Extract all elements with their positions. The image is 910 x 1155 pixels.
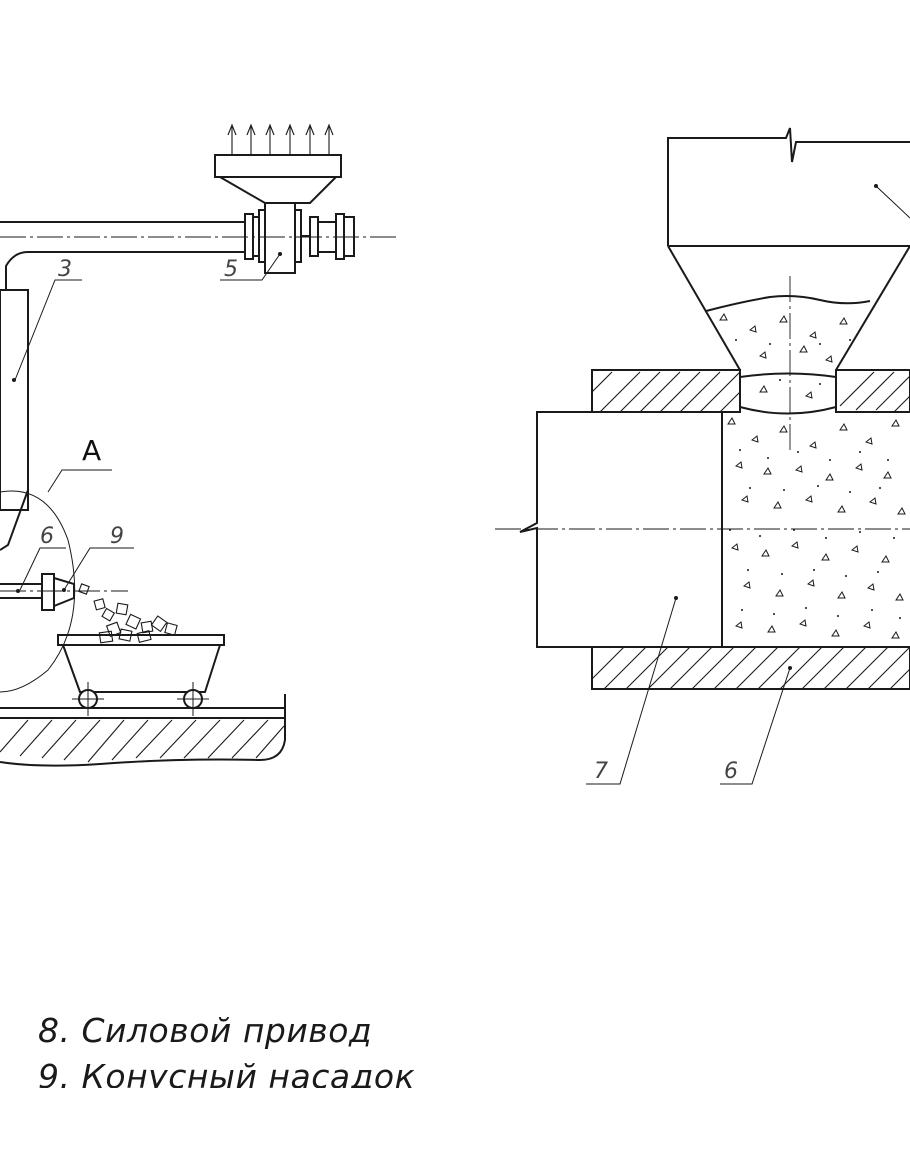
- label-9: 9: [110, 524, 124, 549]
- concrete-dots: [729, 339, 901, 619]
- legend-item-drive: 8. Силовой привод: [38, 1011, 373, 1050]
- concrete-mix: [719, 313, 906, 639]
- right-section-view: 7 6: [495, 127, 910, 785]
- legend: 8. Силовой привод 9. Конусный насадок: [38, 1008, 598, 1088]
- label-5: 5: [224, 257, 238, 282]
- label-6-left: 6: [40, 524, 54, 549]
- ground: [0, 694, 286, 767]
- hopper: [667, 127, 910, 371]
- detail-circle-a: [0, 490, 76, 693]
- exhaust-hood: [214, 154, 342, 274]
- label-view-a: A: [82, 434, 101, 467]
- cart: [57, 634, 225, 716]
- exhaust-arrows: [227, 123, 334, 155]
- label-6-right: 6: [724, 759, 738, 784]
- drive-coupling: [244, 209, 355, 263]
- label-7: 7: [594, 759, 608, 784]
- left-assembly-view: 3 5 A 6 9: [0, 123, 400, 767]
- horizontal-pipe: [0, 221, 245, 290]
- hopper-neck: [739, 370, 837, 415]
- piston: [519, 411, 723, 648]
- mold-walls: [591, 369, 910, 690]
- right-callouts: 7 6: [586, 597, 792, 785]
- conical-nozzle: [0, 573, 128, 611]
- left-callouts: 3 5 A 6 9: [14, 252, 282, 591]
- legend-item-nozzle: 9. Конусный насадок: [38, 1057, 416, 1088]
- vertical-cylinder: [0, 289, 29, 551]
- label-3: 3: [58, 257, 72, 282]
- product-blocks: [78, 583, 178, 644]
